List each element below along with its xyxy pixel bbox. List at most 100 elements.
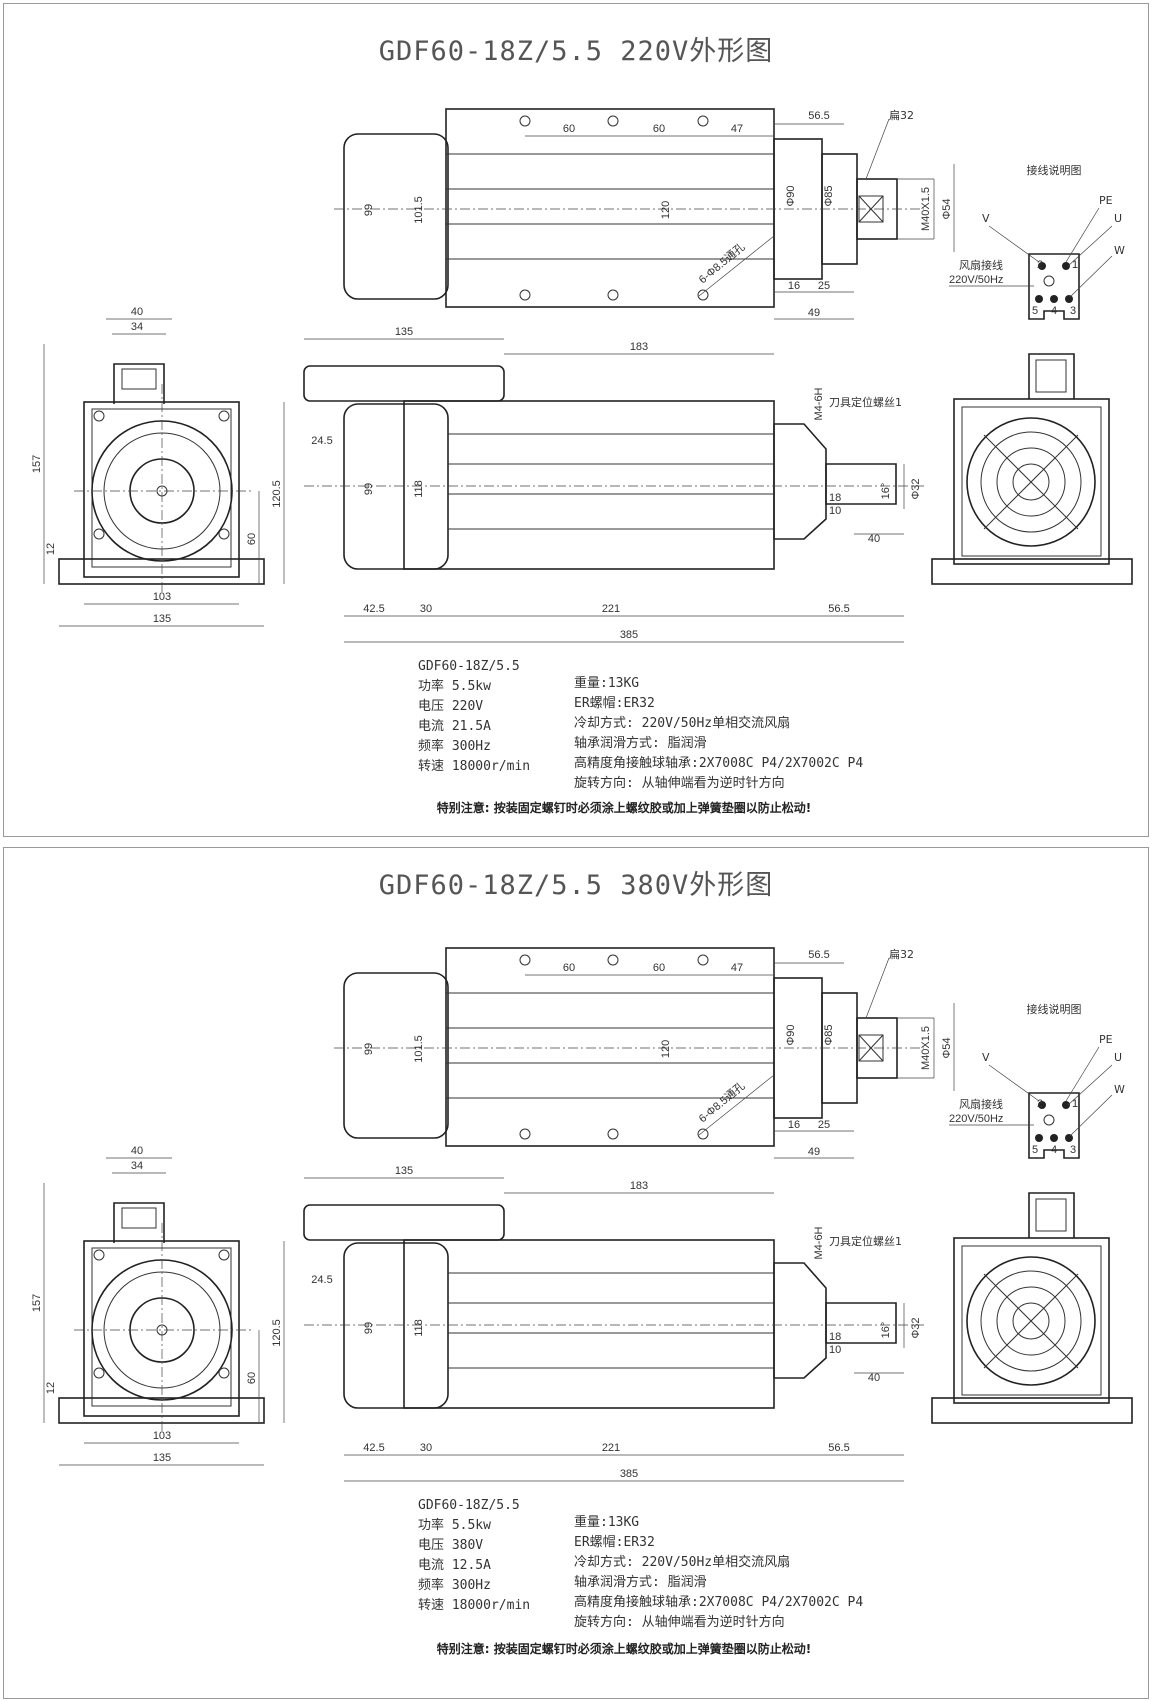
svg-text:接线说明图: 接线说明图 [1027,1002,1082,1016]
svg-text:47: 47 [731,123,743,135]
svg-text:47: 47 [731,962,743,974]
svg-text:135: 135 [153,613,171,625]
svg-text:功率 5.5kw: 功率 5.5kw [418,1517,491,1533]
svg-text:12: 12 [45,543,57,555]
svg-text:118: 118 [413,1319,425,1337]
svg-text:电流 12.5A: 电流 12.5A [418,1558,491,1573]
svg-text:旋转方向: 从轴伸端看为逆时针方向: 旋转方向: 从轴伸端看为逆时针方向 [574,775,785,791]
svg-text:157: 157 [31,455,43,473]
svg-text:16°: 16° [880,483,892,500]
svg-text:135: 135 [395,326,413,338]
svg-text:M4-6H: M4-6H [813,387,825,420]
svg-text:PE: PE [1099,1033,1113,1046]
svg-text:221: 221 [602,603,620,615]
svg-text:轴承润滑方式: 脂润滑: 轴承润滑方式: 脂润滑 [574,1574,707,1590]
svg-text:Φ32: Φ32 [910,478,922,499]
svg-text:2: 2 [1037,259,1043,271]
drawing-sheet-380v: GDF60-18Z/5.5 380V外形图 60 60 47 56.5 扁32 … [3,847,1149,1699]
svg-text:U: U [1114,1051,1122,1064]
svg-text:5: 5 [1032,1144,1038,1156]
svg-text:3: 3 [1070,305,1076,317]
svg-text:18: 18 [829,1331,841,1343]
svg-text:24.5: 24.5 [311,435,332,447]
sheet-title: GDF60-18Z/5.5 380V外形图 [379,870,774,901]
svg-text:PE: PE [1099,194,1113,207]
svg-text:5: 5 [1032,305,1038,317]
wiring-diagram: 接线说明图 PE V U W 2 1 5 4 3 风扇接线 220V/50Hz [949,163,1125,320]
svg-text:电流 21.5A: 电流 21.5A [418,719,491,734]
top-view: 60 60 47 56.5 扁32 99 101.5 120 Φ90 Φ85 M… [334,947,955,1159]
svg-text:40: 40 [868,533,880,545]
svg-text:221: 221 [602,1442,620,1454]
svg-text:Φ54: Φ54 [941,198,953,219]
svg-text:重量:13KG: 重量:13KG [574,675,639,691]
svg-text:刀具定位螺丝1: 刀具定位螺丝1 [829,395,902,409]
top-view: 60 60 47 56.5 扁32 99 101.5 120 Φ90 Φ85 M… [334,108,955,320]
svg-text:18: 18 [829,492,841,504]
drawing-sheet-220v: GDF60-18Z/5.5 220V外形图 60 60 47 56.5 扁32 … [3,3,1149,837]
svg-text:120: 120 [660,201,672,219]
svg-text:频率 300Hz: 频率 300Hz [418,1577,491,1593]
svg-text:GDF60-18Z/5.5: GDF60-18Z/5.5 [418,659,520,674]
svg-text:120.5: 120.5 [271,1319,283,1347]
wiring-diagram: 接线说明图 PE V U W 2 1 5 4 3 风扇接线 220V/50Hz [949,1002,1125,1159]
svg-text:1: 1 [1072,259,1078,271]
svg-text:135: 135 [153,1452,171,1464]
svg-text:40: 40 [131,306,143,318]
svg-text:103: 103 [153,1430,171,1442]
svg-text:GDF60-18Z/5.5: GDF60-18Z/5.5 [418,1498,520,1513]
svg-text:40: 40 [868,1372,880,1384]
svg-text:120.5: 120.5 [271,480,283,508]
svg-text:转速 18000r/min: 转速 18000r/min [418,759,530,774]
svg-text:25: 25 [818,280,830,292]
spec-block: GDF60-18Z/5.5 功率 5.5kw 电压 380V 电流 12.5A … [418,1498,863,1656]
svg-text:频率 300Hz: 频率 300Hz [418,738,491,754]
svg-text:34: 34 [131,321,143,333]
svg-text:M40X1.5: M40X1.5 [920,187,932,231]
drawing-svg-380v: GDF60-18Z/5.5 380V外形图 60 60 47 56.5 扁32 … [31,870,1133,1656]
svg-text:99: 99 [363,483,375,495]
svg-text:M40X1.5: M40X1.5 [920,1026,932,1070]
svg-text:旋转方向: 从轴伸端看为逆时针方向: 旋转方向: 从轴伸端看为逆时针方向 [574,1614,785,1630]
svg-text:56.5: 56.5 [828,603,849,615]
front-view: 40 34 157 120.5 60 12 103 135 [31,306,285,627]
svg-text:60: 60 [246,1372,258,1384]
svg-text:101.5: 101.5 [413,196,425,224]
svg-text:W: W [1114,1083,1125,1096]
svg-text:Φ85: Φ85 [823,1024,835,1045]
svg-text:V: V [982,212,990,225]
svg-text:42.5: 42.5 [363,603,384,615]
svg-text:56.5: 56.5 [808,949,829,961]
svg-text:220V/50Hz: 220V/50Hz [949,274,1003,286]
svg-text:重量:13KG: 重量:13KG [574,1514,639,1530]
svg-text:风扇接线: 风扇接线 [959,258,1003,272]
sheet-title: GDF60-18Z/5.5 220V外形图 [379,36,774,67]
svg-text:电压 380V: 电压 380V [418,1538,483,1553]
svg-text:385: 385 [620,1468,638,1480]
svg-text:42.5: 42.5 [363,1442,384,1454]
svg-text:轴承润滑方式: 脂润滑: 轴承润滑方式: 脂润滑 [574,735,707,751]
svg-text:Φ32: Φ32 [910,1317,922,1338]
svg-text:135: 135 [395,1165,413,1177]
svg-text:16: 16 [788,280,800,292]
svg-text:30: 30 [420,603,432,615]
svg-text:24.5: 24.5 [311,1274,332,1286]
svg-text:特别注意: 按装固定螺钉时必须涂上螺纹胶或加上弹簧垫圈以防止: 特别注意: 按装固定螺钉时必须涂上螺纹胶或加上弹簧垫圈以防止松动! [437,1641,811,1656]
svg-text:W: W [1114,244,1125,257]
side-view: 183 135 24.5 99 118 M4-6H 刀具定位螺丝1 16° Φ3… [303,1165,924,1482]
svg-text:ER螺帽:ER32: ER螺帽:ER32 [574,695,655,711]
svg-text:10: 10 [829,1344,841,1356]
svg-text:16°: 16° [880,1322,892,1339]
svg-text:60: 60 [653,123,665,135]
svg-text:101.5: 101.5 [413,1035,425,1063]
svg-text:U: U [1114,212,1122,225]
svg-text:60: 60 [246,533,258,545]
svg-text:56.5: 56.5 [808,110,829,122]
svg-text:扁32: 扁32 [889,948,914,961]
svg-text:Φ90: Φ90 [785,1024,797,1045]
svg-text:118: 118 [413,480,425,498]
svg-text:99: 99 [363,1322,375,1334]
svg-text:40: 40 [131,1145,143,1157]
svg-text:10: 10 [829,505,841,517]
svg-text:高精度角接触球轴承:2X7008C P4/2X7002C P: 高精度角接触球轴承:2X7008C P4/2X7002C P4 [574,755,863,771]
